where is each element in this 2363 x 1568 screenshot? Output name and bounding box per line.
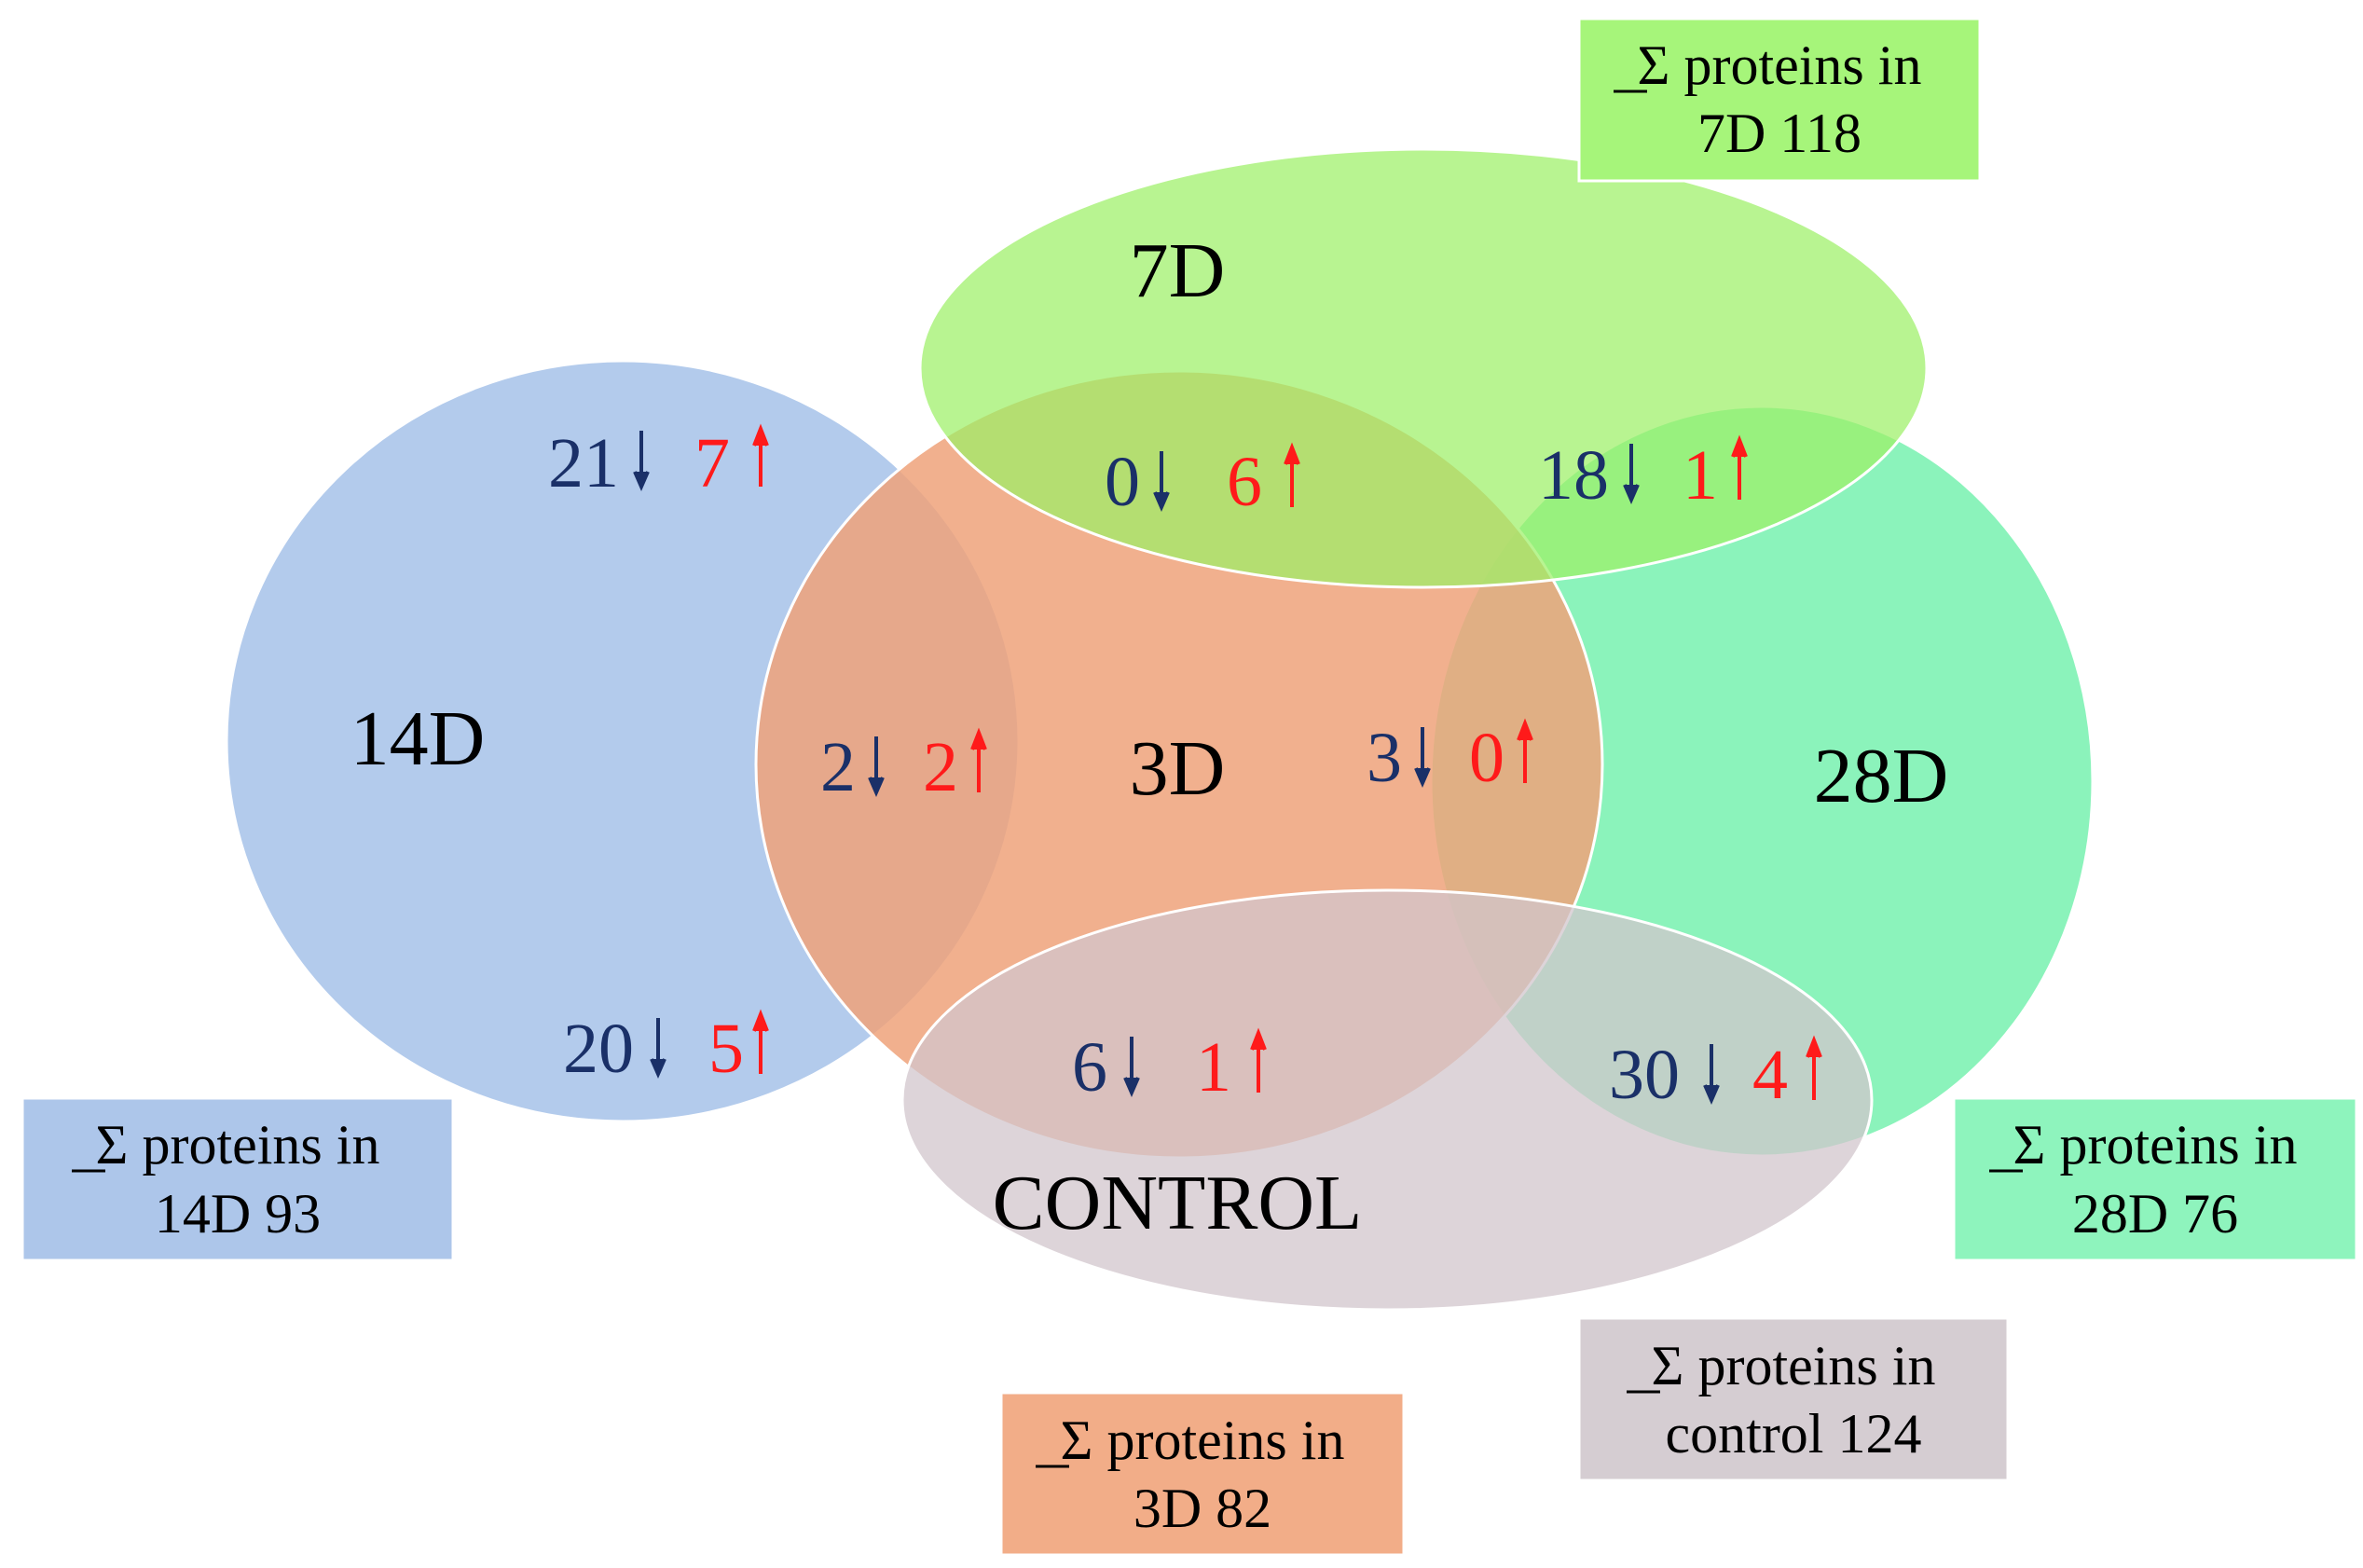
region-3d-28d: 3 0: [1367, 718, 1533, 797]
total-line-2: 14D 93: [155, 1183, 321, 1245]
down-arrow-icon: [868, 736, 885, 797]
down-count: 18: [1538, 436, 1609, 515]
up-count: 1: [1196, 1028, 1231, 1107]
region-3d-7d: 0 6: [1105, 442, 1300, 521]
ellipse-7d: [918, 147, 1929, 589]
region-28d-control: 30 4: [1609, 1035, 1822, 1114]
ellipse-control: [900, 888, 1874, 1312]
total-box-7d: Σ proteins in 7D 118: [1577, 17, 1982, 183]
total-line-1: Σ proteins in: [1652, 1335, 1936, 1396]
down-arrow-icon: [633, 431, 650, 491]
down-count: 6: [1072, 1028, 1107, 1107]
up-arrow-icon: [1284, 442, 1300, 507]
down-arrow-icon: [650, 1018, 666, 1079]
total-line-2: 28D 76: [2072, 1183, 2238, 1245]
total-line-2: 7D 118: [1697, 103, 1862, 164]
up-arrow-icon: [1517, 718, 1533, 783]
total-box-14d: Σ proteins in 14D 93: [21, 1096, 455, 1262]
total-box-28d: Σ proteins in 28D 76: [1952, 1096, 2358, 1262]
region-28d-7d: 18 1: [1538, 434, 1748, 515]
up-arrow-icon: [752, 423, 769, 487]
region-14d-control: 20 5: [563, 1009, 769, 1088]
down-count: 30: [1609, 1036, 1680, 1114]
set-label-control: CONTROL: [993, 1160, 1363, 1246]
down-arrow-icon: [1414, 727, 1431, 788]
total-box-control: Σ proteins in control 124: [1577, 1316, 2010, 1482]
set-label-28d: 28D: [1814, 733, 1949, 819]
up-arrow-icon: [970, 727, 987, 792]
down-arrow-icon: [1123, 1037, 1140, 1097]
up-count: 1: [1683, 436, 1718, 515]
down-count: 2: [820, 728, 856, 806]
region-14d-7d: 21 7: [548, 423, 769, 502]
set-label-3d: 3D: [1130, 725, 1226, 812]
up-count: 5: [708, 1010, 744, 1088]
up-count: 6: [1227, 443, 1262, 521]
total-line-1: Σ proteins in: [96, 1114, 380, 1176]
up-count: 0: [1469, 719, 1504, 797]
total-line-2: control 124: [1666, 1403, 1922, 1465]
total-line-1: Σ proteins in: [1061, 1410, 1345, 1471]
set-label-7d: 7D: [1130, 227, 1226, 314]
down-count: 3: [1367, 719, 1402, 797]
up-count: 2: [923, 728, 958, 806]
up-count: 4: [1752, 1036, 1788, 1114]
up-arrow-icon: [1806, 1035, 1822, 1100]
up-count: 7: [694, 424, 730, 502]
region-3d-control: 6 1: [1072, 1027, 1267, 1107]
up-arrow-icon: [1731, 434, 1748, 500]
down-count: 20: [563, 1010, 634, 1088]
down-arrow-icon: [1623, 444, 1640, 504]
up-arrow-icon: [752, 1009, 769, 1074]
total-line-1: Σ proteins in: [1638, 34, 1922, 96]
total-line-1: Σ proteins in: [2013, 1114, 2298, 1176]
down-count: 0: [1105, 443, 1140, 521]
region-14d-3d: 2 2: [820, 727, 987, 806]
set-label-14d: 14D: [350, 695, 486, 782]
down-arrow-icon: [1703, 1044, 1720, 1105]
total-line-2: 3D 82: [1133, 1478, 1271, 1539]
total-box-3d: Σ proteins in 3D 82: [999, 1391, 1406, 1557]
down-arrow-icon: [1153, 451, 1170, 512]
down-count: 21: [548, 424, 619, 502]
up-arrow-icon: [1250, 1027, 1267, 1093]
